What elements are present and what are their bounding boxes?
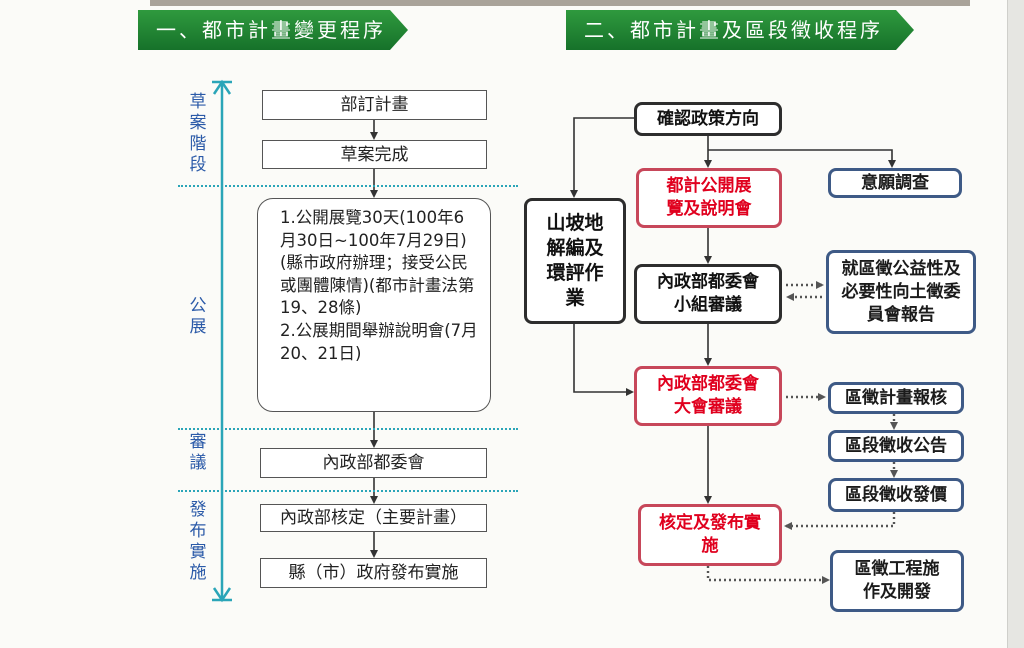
top-strip (150, 0, 970, 6)
step-zone-works: 區徵工程施作及開發 (830, 550, 964, 612)
step-approve-publish: 核定及發布實施 (638, 504, 782, 566)
phase-divider-2 (178, 428, 518, 430)
arrow-confirm-slope (570, 117, 636, 198)
phase-label-review: 審議 (189, 432, 207, 473)
public-item-1: 1.公開展覽30天(100年6月30日~100年7月29日)(縣市政府辦理；接受… (280, 208, 475, 318)
step-slope-eia: 山坡地解編及環評作業 (524, 198, 626, 324)
arrow-confirm-survey (708, 149, 896, 168)
phase-bracket (212, 79, 232, 603)
step-county-publish: 縣（市）政府發布實施 (260, 558, 487, 588)
page-edge (1007, 0, 1024, 648)
bracket-top-arrow (212, 79, 232, 95)
step-zone-announce: 區段徵收公告 (828, 430, 964, 462)
step-moi-approve: 內政部核定（主要計畫） (260, 504, 487, 532)
phase-label-public: 公展 (189, 296, 207, 337)
step-land-committee-report: 就區徵公益性及必要性向土徵委員會報告 (826, 250, 976, 334)
step-draft-done: 草案完成 (262, 140, 487, 169)
step-confirm-policy: 確認政策方向 (634, 102, 782, 136)
phase-divider-3 (178, 490, 518, 492)
dotted-approve-works (706, 566, 830, 584)
phase-label-publish: 發布實施 (189, 500, 207, 583)
step-moi-group-review: 內政部都委會小組審議 (634, 264, 782, 324)
dotted-issue-approve (784, 512, 896, 530)
phase-label-draft: 草案階段 (189, 92, 207, 175)
step-willingness-survey: 意願調查 (828, 168, 962, 198)
step-moi-general-review: 內政部都委會大會審議 (634, 366, 782, 426)
header-right-banner: 二、都市計畫及區段徵收程序 (566, 10, 914, 50)
phase-divider-1 (178, 185, 518, 187)
step-moi-committee: 內政部都委會 (260, 448, 487, 478)
step-zone-issue-payment: 區段徵收發價 (828, 478, 964, 512)
header-left-banner: 一、都市計畫變更程序 (138, 10, 408, 50)
step-plan: 部訂計畫 (262, 90, 487, 120)
step-public-exhibit: 1.公開展覽30天(100年6月30日~100年7月29日)(縣市政府辦理；接受… (257, 198, 491, 412)
step-public-exhibit-briefing: 都計公開展覽及說明會 (636, 168, 782, 228)
bracket-bottom-arrow (212, 587, 232, 603)
step-zone-plan-report: 區徵計畫報核 (828, 382, 964, 414)
arrow-slope-general (573, 324, 634, 396)
public-item-2: 2.公展期間舉辦說明會(7月20、21日) (280, 320, 478, 363)
